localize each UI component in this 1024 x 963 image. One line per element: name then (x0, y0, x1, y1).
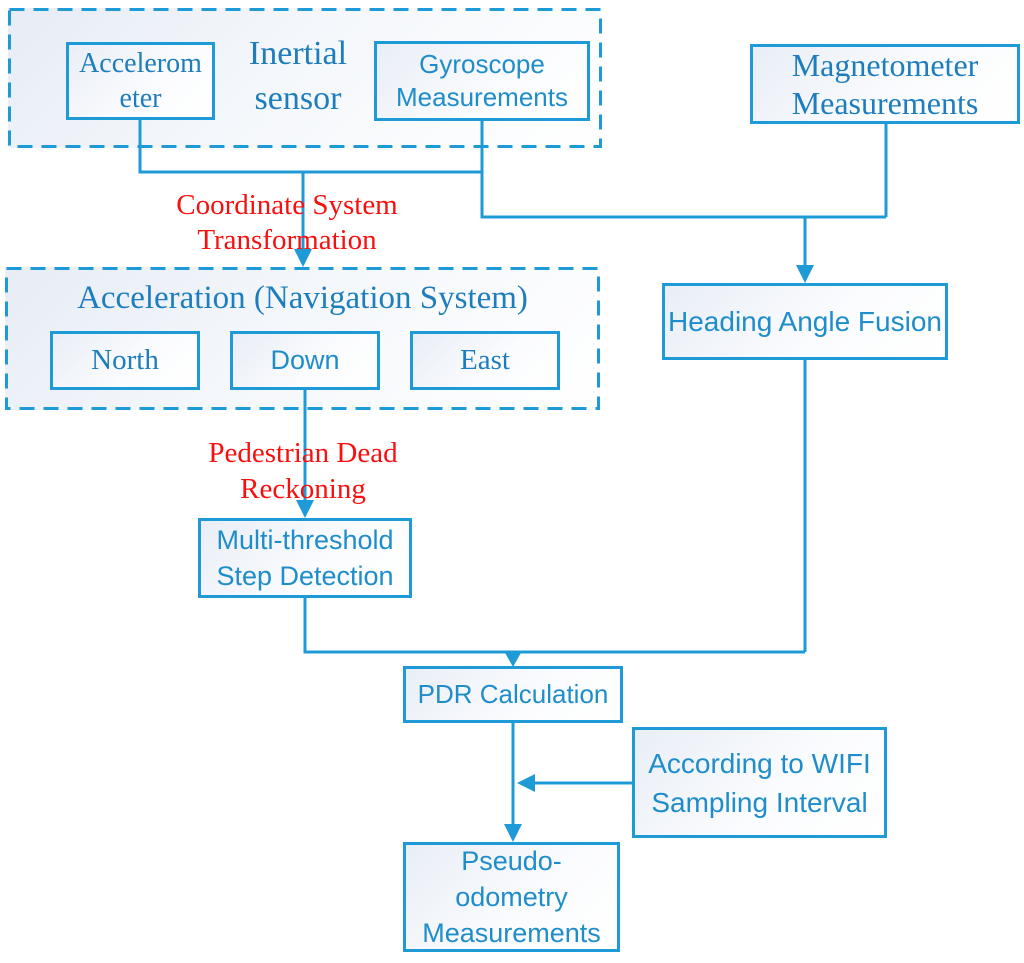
arrowhead-down-icon (504, 651, 522, 667)
node-according-wifi-sampling-interval: According to WIFI Sampling Interval (632, 727, 887, 838)
connector-accelerometer-junction (138, 120, 482, 174)
coordinate-transformation-label: Coordinate System Transformation (176, 189, 398, 256)
inertial-sensor-group-label: Inertial sensor (248, 35, 348, 117)
node-magnetometer-measurements: Magnetometer Measurements (750, 44, 1020, 124)
connector-step-detection-junction (303, 598, 805, 654)
node-heading-angle-fusion: Heading Angle Fusion (662, 283, 948, 360)
pedestrian-dead-reckoning-label: Pedestrian Dead Reckoning (208, 437, 398, 505)
arrowhead-down-icon (504, 824, 522, 842)
node-north: North (50, 331, 200, 390)
node-east: East (410, 331, 560, 390)
connector-gyroscope-junction (480, 121, 886, 219)
node-accelerometer: Accelerom eter (66, 42, 215, 120)
node-pdr-calculation: PDR Calculation (403, 666, 623, 723)
arrowhead-left-icon (517, 774, 535, 792)
node-down: Down (230, 331, 380, 390)
acceleration-group-title: Acceleration (Navigation System) (77, 279, 528, 316)
arrowhead-down-icon (294, 249, 312, 267)
node-multi-threshold-step-detection: Multi-threshold Step Detection (198, 518, 412, 598)
node-gyroscope-measurements: Gyroscope Measurements (374, 41, 590, 121)
acceleration-group-border (5, 267, 600, 410)
arrowhead-down-icon (796, 265, 814, 283)
node-pseudo-odometry-measurements: Pseudo- odometry Measurements (403, 842, 620, 952)
arrowhead-down-icon (296, 500, 314, 518)
inertial-sensor-group-border (8, 8, 602, 148)
